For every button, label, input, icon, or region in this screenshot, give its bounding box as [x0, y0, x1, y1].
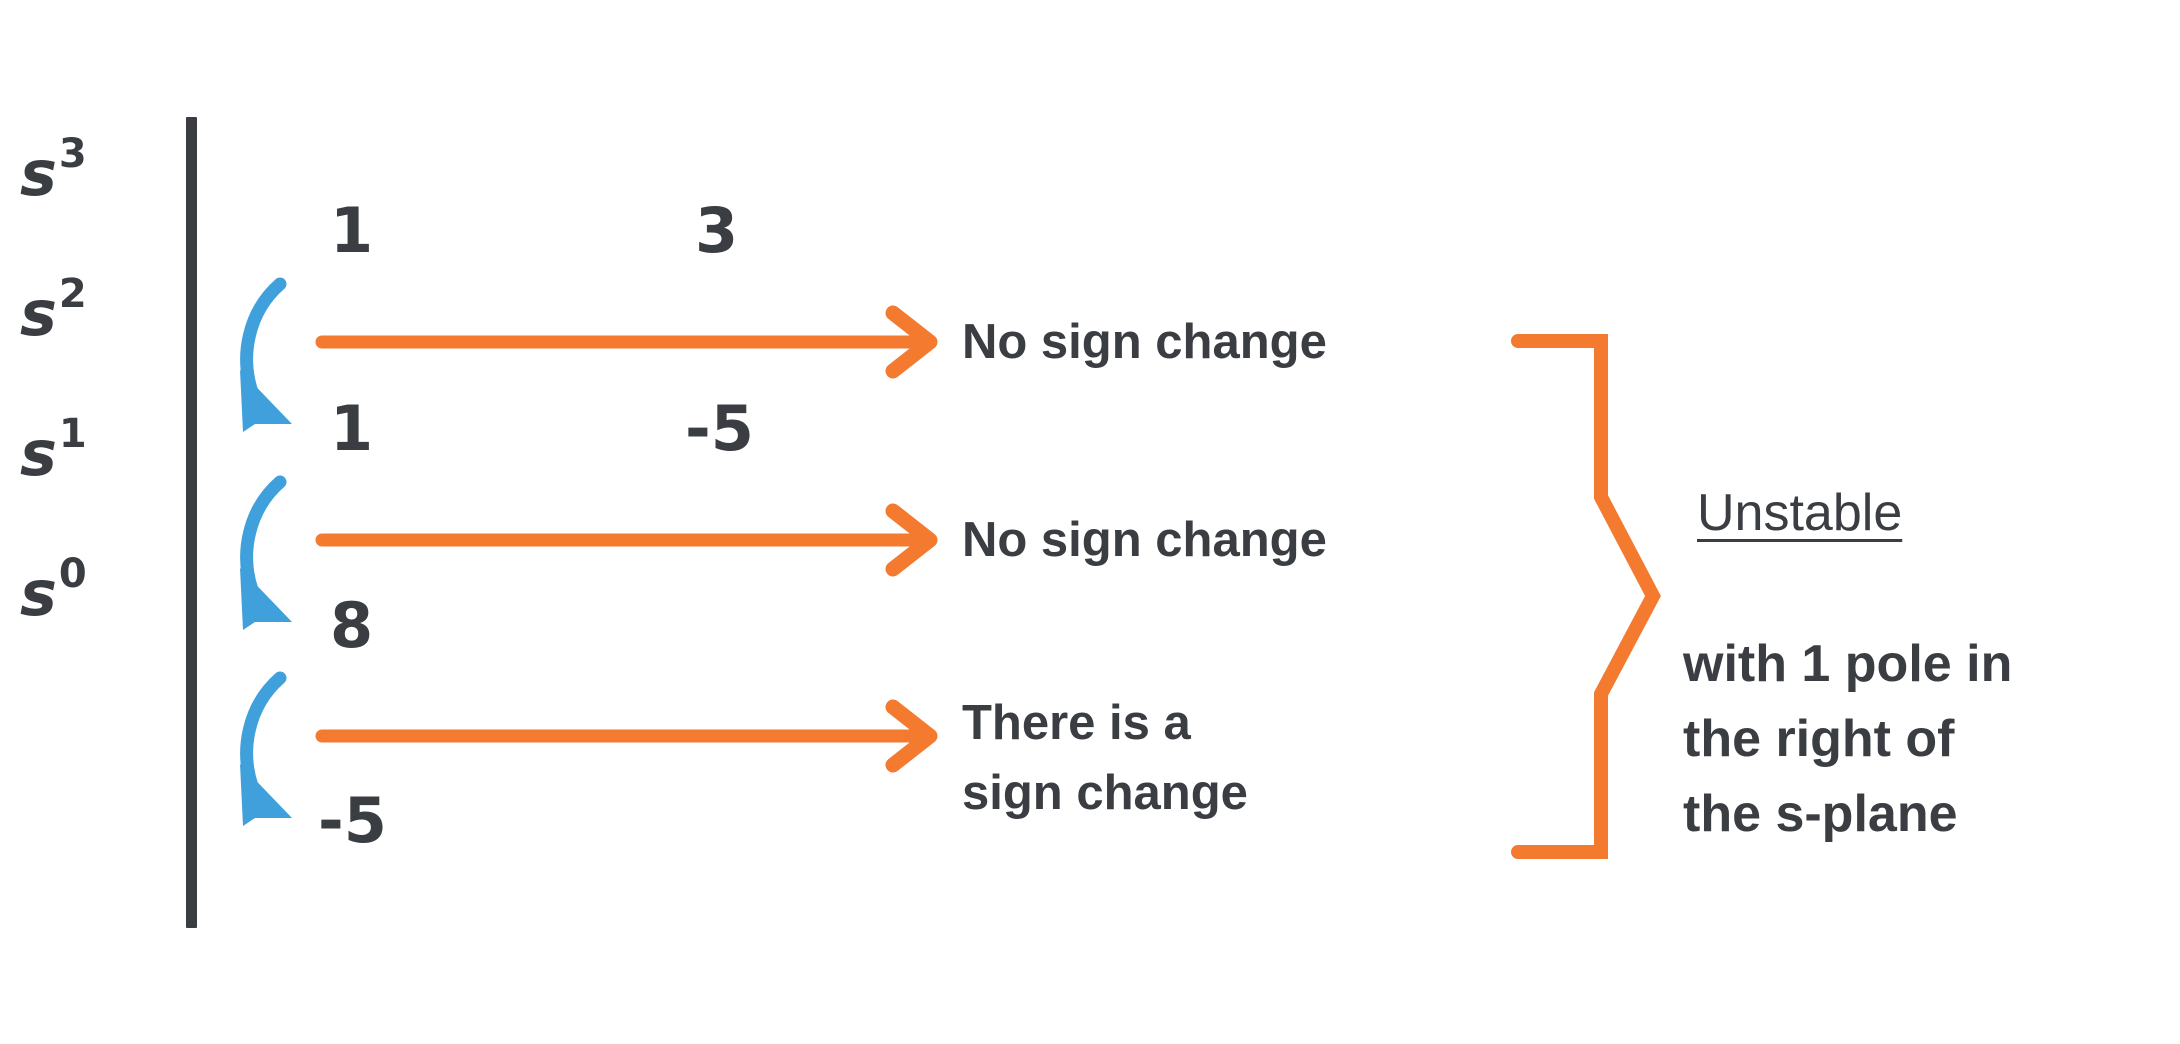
routh-cell-r1c0: 1 — [330, 392, 374, 465]
right-arrow-icon — [315, 503, 938, 577]
routh-cell-r1c1: -5 — [685, 392, 754, 465]
sign-change-annotation-2: No sign change — [962, 513, 1327, 567]
right-arrow-icon — [315, 305, 938, 379]
power-exponent: 1 — [58, 411, 87, 458]
routh-cell-r2c0: 8 — [330, 589, 374, 662]
routh-cell-r0c1: 3 — [695, 194, 739, 267]
right-curly-brace-icon — [1511, 334, 1661, 859]
row-power-label-s3: s3 — [20, 134, 87, 206]
routh-cell-r3c0: -5 — [318, 784, 387, 857]
routh-cell-r0c0: 1 — [330, 194, 374, 267]
power-exponent: 3 — [58, 131, 87, 178]
row-power-label-s0: s0 — [20, 554, 87, 626]
verdict-body: with 1 pole in the right of the s-plane — [1683, 635, 2013, 843]
power-exponent: 2 — [58, 271, 87, 318]
curved-down-arrow-icon — [240, 475, 292, 630]
sign-change-annotation-1: No sign change — [962, 315, 1327, 369]
sign-change-annotation-3: There is a sign change — [962, 696, 1248, 820]
curved-down-arrow-icon — [240, 671, 292, 826]
row-power-label-s2: s2 — [20, 274, 87, 346]
right-arrow-icon — [315, 699, 938, 773]
curved-down-arrow-icon — [240, 277, 292, 432]
power-exponent: 0 — [58, 551, 87, 598]
row-power-label-s1: s1 — [20, 414, 87, 486]
verdict-title: Unstable — [1697, 484, 1903, 542]
vertical-divider-icon — [186, 117, 197, 928]
power-base: s — [20, 277, 57, 350]
power-base: s — [20, 557, 57, 630]
power-base: s — [20, 417, 57, 490]
power-base: s — [20, 137, 57, 210]
